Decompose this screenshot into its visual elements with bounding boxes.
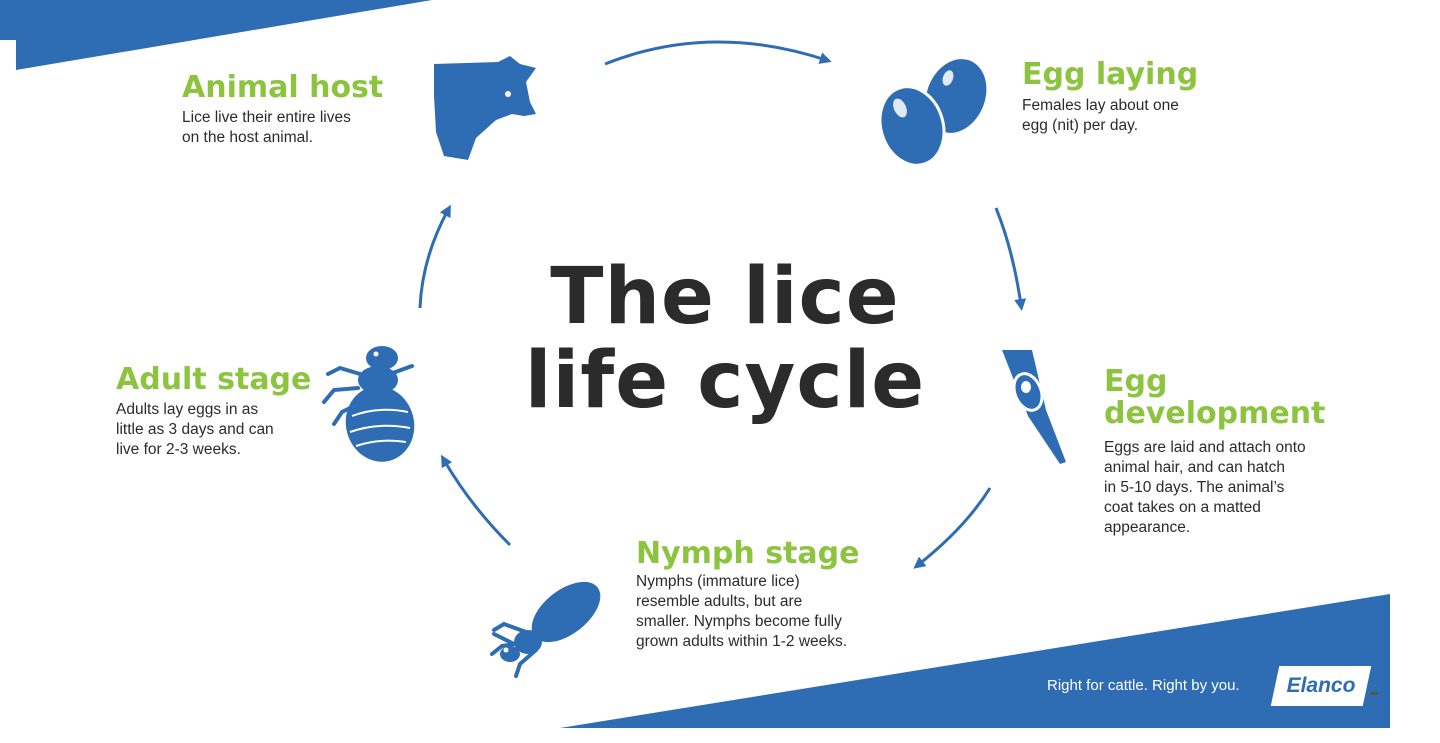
trademark-mark (1370, 692, 1378, 695)
arrow-host-to-egg-laying (604, 40, 832, 66)
egg-development-desc-line: in 5-10 days. The animal’s (1104, 479, 1285, 496)
cow-head-icon (434, 56, 536, 160)
elanco-logo-text: Elanco (1286, 674, 1356, 697)
tagline: Right for cattle. Right by you. (1047, 677, 1240, 694)
egg-development-desc-line: animal hair, and can hatch (1104, 459, 1285, 476)
egg-development-title-line: development (1104, 396, 1326, 431)
nymph-stage-desc-line: Nymphs (immature lice) (636, 573, 800, 590)
egg-development-title: Egg development (1104, 366, 1325, 430)
egg-laying-desc-line: Females lay about one (1022, 97, 1179, 114)
nymph-louse-icon (490, 581, 601, 678)
arrow-nymph-to-adult (440, 454, 512, 547)
arrow-development-to-nymph (913, 487, 992, 569)
nymph-stage-description: Nymphs (immature lice) resemble adults, … (636, 572, 847, 652)
diagram-title: The lice life cycle (520, 255, 930, 423)
egg-development-desc-line: Eggs are laid and attach onto (1104, 439, 1306, 456)
egg-laying-description: Females lay about one egg (nit) per day. (1022, 96, 1179, 136)
egg-development-description: Eggs are laid and attach onto animal hai… (1104, 438, 1306, 538)
egg-development-desc-line: coat takes on a matted (1104, 499, 1261, 516)
egg-laying-title: Egg laying (1022, 57, 1199, 92)
animal-host-description: Lice live their entire lives on the host… (182, 108, 351, 148)
egg-laying-desc-line: egg (nit) per day. (1022, 117, 1139, 134)
animal-host-title: Animal host (182, 70, 384, 105)
adult-stage-title: Adult stage (116, 362, 312, 397)
bottom-right-band (560, 594, 1390, 728)
nymph-stage-desc-line: resemble adults, but are (636, 593, 803, 610)
title-line-1: The lice (550, 252, 900, 342)
adult-louse-icon (322, 346, 415, 462)
eggs-icon (878, 59, 987, 167)
adult-stage-description: Adults lay eggs in as little as 3 days a… (116, 400, 274, 460)
nit-on-hair-icon (1002, 350, 1066, 464)
egg-development-title-line: Egg (1104, 364, 1168, 399)
elanco-logo: Elanco (1270, 666, 1372, 706)
title-line-2: life cycle (524, 336, 926, 426)
arrow-adult-to-host (418, 204, 451, 309)
adult-stage-desc-line: Adults lay eggs in as (116, 401, 259, 418)
egg-development-desc-line: appearance. (1104, 519, 1191, 536)
nymph-stage-title: Nymph stage (636, 536, 860, 571)
nymph-stage-desc-line: smaller. Nymphs become fully (636, 613, 842, 630)
top-left-band (0, 0, 432, 70)
animal-host-desc-line: on the host animal. (182, 129, 313, 146)
arrow-laying-to-development (994, 207, 1027, 311)
animal-host-desc-line: Lice live their entire lives (182, 109, 351, 126)
nymph-stage-desc-line: grown adults within 1-2 weeks. (636, 633, 848, 650)
adult-stage-desc-line: live for 2-3 weeks. (116, 441, 241, 458)
adult-stage-desc-line: little as 3 days and can (116, 421, 274, 438)
